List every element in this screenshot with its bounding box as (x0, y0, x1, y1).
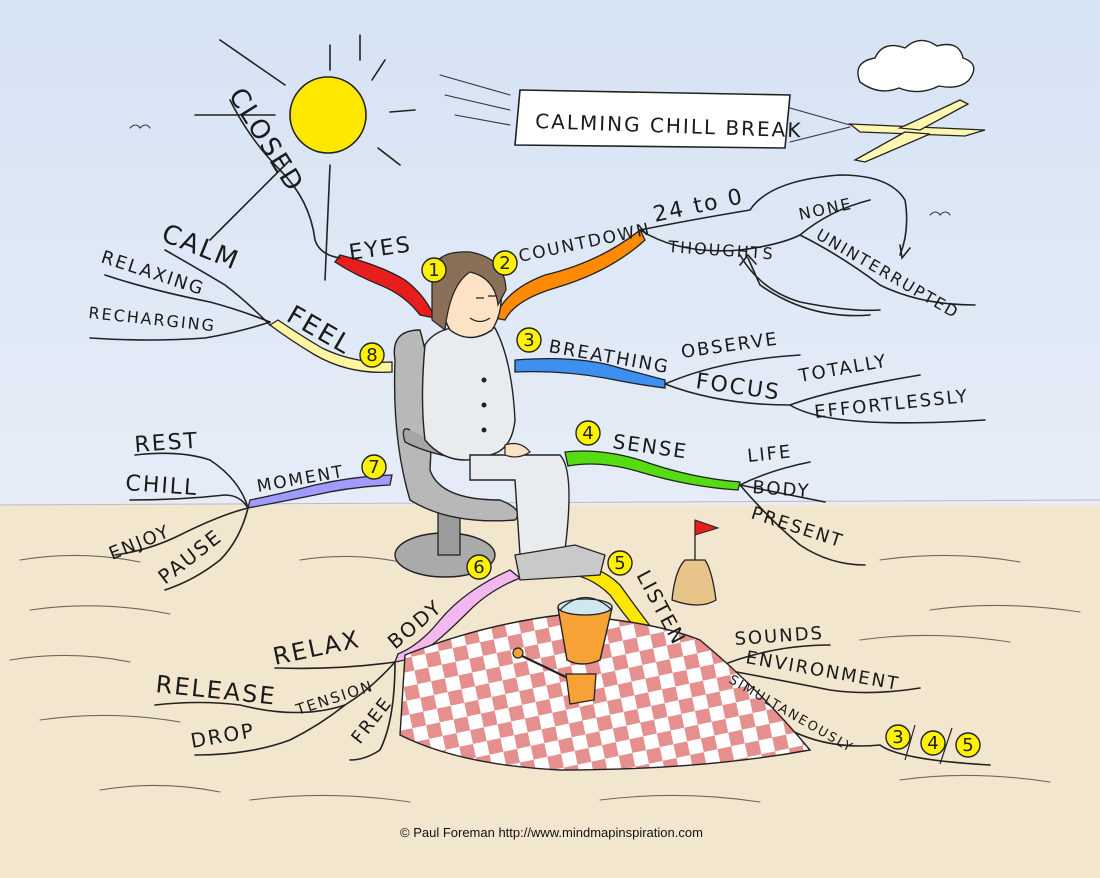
svg-text:7: 7 (368, 457, 379, 478)
number-badge-3: 3 (516, 327, 542, 353)
sand-ripples (9, 554, 1081, 803)
svg-text:5: 5 (962, 735, 973, 756)
number-badge-7: 7 (361, 454, 387, 480)
svg-text:5: 5 (614, 553, 625, 574)
countdown-loop-arrow (739, 244, 911, 317)
branch-8-ribbon (268, 319, 393, 374)
credit-line: © Paul Foreman http://www.mindmapinspira… (400, 825, 703, 840)
word-life: LIFE (746, 441, 793, 467)
number-badge-8: 8 (359, 342, 385, 368)
number-badge-5: 5 (607, 550, 633, 576)
svg-text:2: 2 (499, 253, 510, 274)
sandcastle-icon (671, 519, 720, 606)
branch-6-ribbon (394, 569, 522, 663)
number-badge-1: 1 (421, 257, 447, 283)
branch-1-ribbon (334, 254, 437, 319)
branch-numbers: 1 2 3 4 5 6 7 8 3 4 5 (359, 250, 981, 765)
bird-icon (129, 124, 951, 216)
number-badge-6: 6 (466, 554, 492, 580)
svg-text:4: 4 (582, 423, 593, 444)
airplane-icon (848, 99, 986, 163)
bucket-icon (557, 597, 613, 665)
branch-4-ribbon (564, 450, 741, 491)
branch-7-ribbon (247, 474, 393, 509)
word-rest: REST (134, 429, 200, 458)
svg-text:3: 3 (523, 330, 534, 351)
svg-text:3: 3 (892, 727, 903, 748)
svg-text:8: 8 (366, 345, 377, 366)
picnic-blanket (399, 614, 812, 771)
svg-text:4: 4 (927, 733, 938, 754)
cloud-icon (857, 39, 975, 93)
word-body-sense: BODY (752, 477, 811, 502)
number-badge-2: 2 (492, 250, 518, 276)
relaxing-person (393, 251, 606, 581)
combo-number-badges: 3 4 5 (885, 724, 981, 765)
title-banner: CALMING CHILL BREAK (514, 89, 803, 149)
branch-2-ribbon (494, 228, 646, 321)
number-badge-4: 4 (575, 420, 601, 446)
spade-icon (512, 647, 597, 705)
word-chill: CHILL (125, 471, 199, 501)
sun-icon (194, 34, 416, 281)
svg-text:6: 6 (473, 557, 484, 578)
banner-ropes (439, 74, 851, 143)
svg-text:1: 1 (428, 260, 439, 281)
